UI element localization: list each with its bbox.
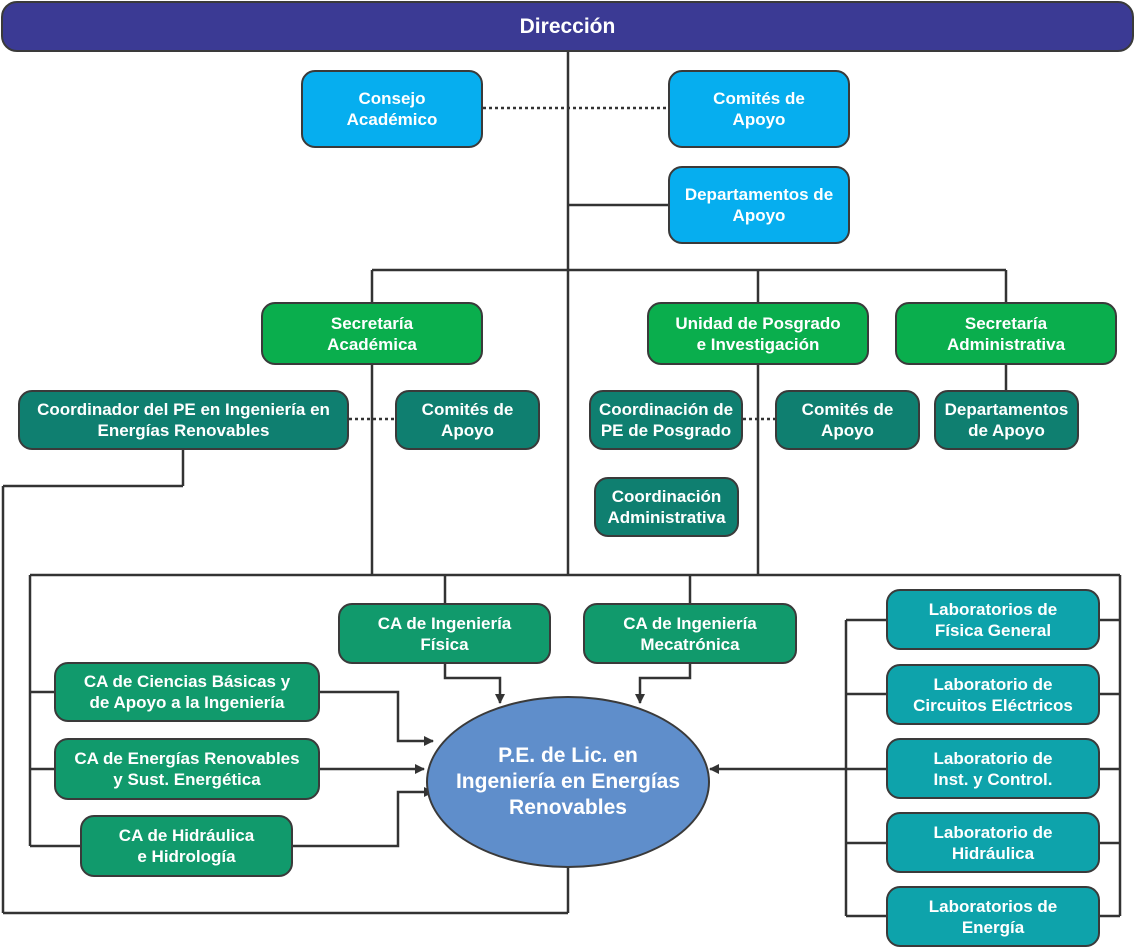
- ca-mecatronica-box: CA de Ingeniería Mecatrónica: [583, 603, 797, 664]
- pe-licenciatura-ellipse: P.E. de Lic. en Ingeniería en Energías R…: [426, 696, 710, 868]
- ca-ciencias-basicas-box: CA de Ciencias Básicas y de Apoyo a la I…: [54, 662, 320, 722]
- coordinador-pe-box: Coordinador del PE en Ingeniería en Ener…: [18, 390, 349, 450]
- secretaria-administrativa-box: Secretaría Administrativa: [895, 302, 1117, 365]
- comites-posgrado-box: Comités de Apoyo: [775, 390, 920, 450]
- coordinacion-administrativa-box: Coordinación Administrativa: [594, 477, 739, 537]
- ca-energias-box: CA de Energías Renovables y Sust. Energé…: [54, 738, 320, 800]
- lab-circuitos-box: Laboratorio de Circuitos Eléctricos: [886, 664, 1100, 725]
- lab-fisica-general-box: Laboratorios de Física General: [886, 589, 1100, 650]
- direccion-box: Dirección: [1, 1, 1134, 52]
- lab-energia-box: Laboratorios de Energía: [886, 886, 1100, 947]
- departamentos-admin-box: Departamentos de Apoyo: [934, 390, 1079, 450]
- lab-control-box: Laboratorio de Inst. y Control.: [886, 738, 1100, 799]
- comites-academica-box: Comités de Apoyo: [395, 390, 540, 450]
- unidad-posgrado-box: Unidad de Posgrado e Investigación: [647, 302, 869, 365]
- departamentos-apoyo-box: Departamentos de Apoyo: [668, 166, 850, 244]
- consejo-academico-box: Consejo Académico: [301, 70, 483, 148]
- ca-hidraulica-box: CA de Hidráulica e Hidrología: [80, 815, 293, 877]
- coordinacion-pe-posgrado-box: Coordinación de PE de Posgrado: [589, 390, 743, 450]
- ca-fisica-box: CA de Ingeniería Física: [338, 603, 551, 664]
- lab-hidraulica-box: Laboratorio de Hidráulica: [886, 812, 1100, 873]
- secretaria-academica-box: Secretaría Académica: [261, 302, 483, 365]
- comites-apoyo-box: Comités de Apoyo: [668, 70, 850, 148]
